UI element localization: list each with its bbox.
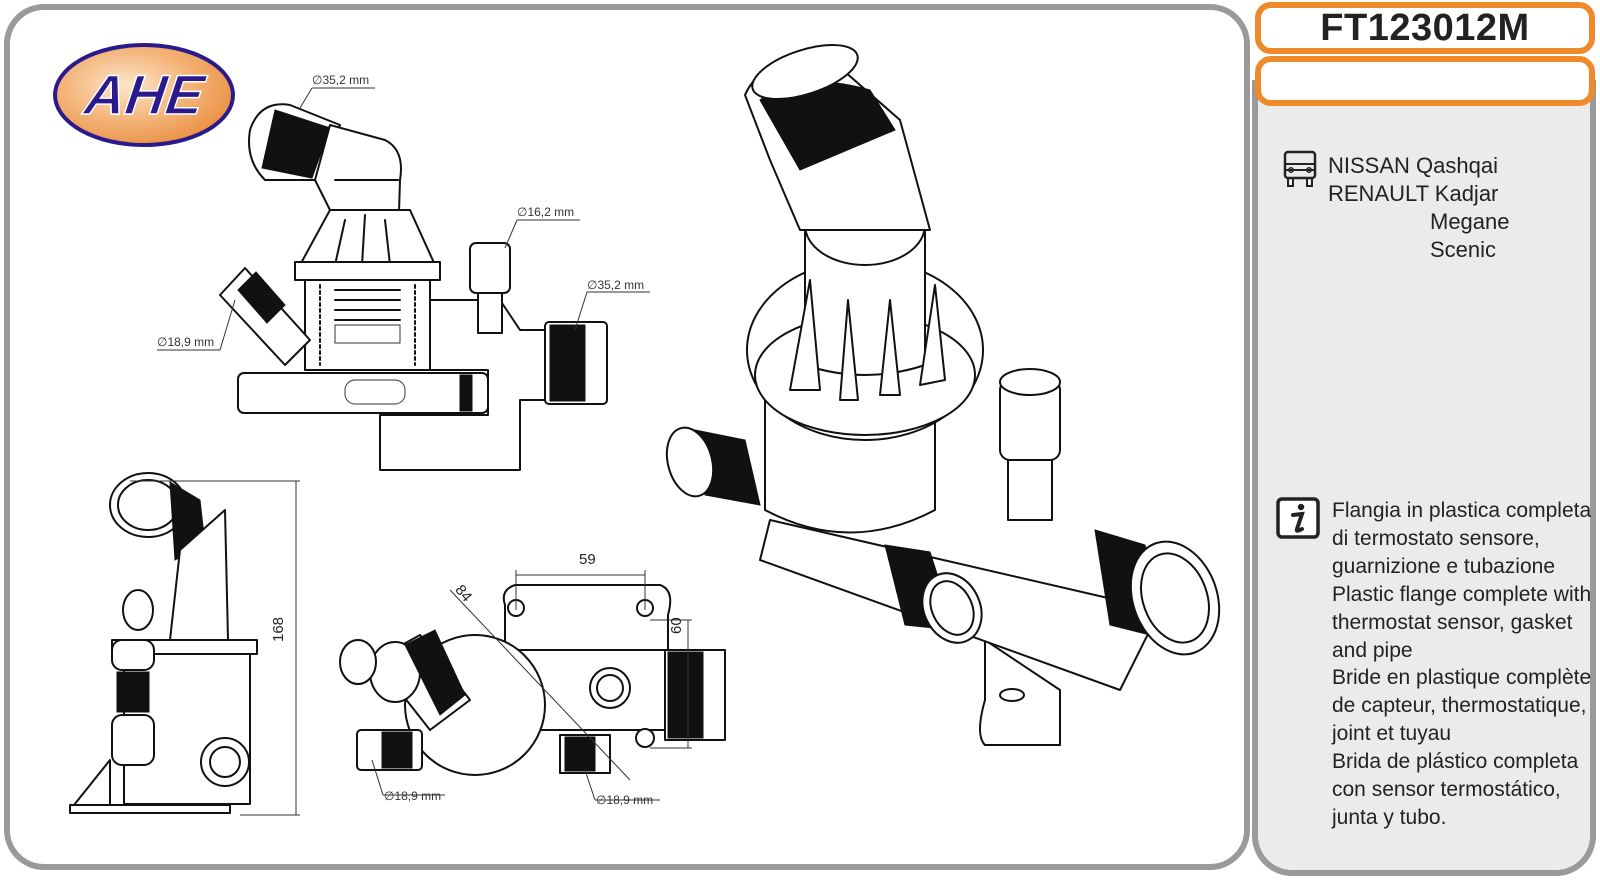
description-line: Flangia in plastica completa <box>1332 499 1592 522</box>
side-outlet-pipe <box>544 321 608 405</box>
description-line: di termostato sensore, <box>1332 526 1540 550</box>
info-panel <box>1252 80 1596 876</box>
vehicle-row: NISSAN Qashqai <box>1328 153 1498 178</box>
dim-left-pipe: ∅18,9 mm <box>384 789 442 803</box>
dim-angled-inlet: ∅18,9 mm <box>157 335 215 349</box>
isometric-view-drawing <box>665 44 1221 746</box>
vehicle-row: Megane <box>1430 209 1510 234</box>
car-front-icon <box>1283 150 1317 187</box>
dim-side-outlet: ∅35,2 mm <box>587 278 645 292</box>
description-line: joint et tuyau <box>1332 722 1452 746</box>
description-line: thermostat sensor, gasket <box>1332 610 1573 634</box>
description-line: and pipe <box>1332 638 1413 662</box>
logo-text: AHE <box>79 63 209 126</box>
product-code-box: FT123012M <box>1255 2 1595 54</box>
dim-height: 168 <box>270 616 287 642</box>
secondary-code-box <box>1255 56 1595 106</box>
description-line: Bride en plastique complète <box>1332 666 1592 690</box>
vehicle-application-list: NISSAN Qashqai RENAULT Kadjar Megane Sce… <box>1328 152 1510 264</box>
dim-depth: 60 <box>668 617 685 634</box>
ahe-logo: AHE <box>53 43 235 147</box>
description-line: Plastic flange complete with <box>1332 582 1592 606</box>
section-view-drawing <box>69 44 1221 816</box>
product-code: FT123012M <box>1320 6 1530 49</box>
description-line: con sensor termostático, <box>1332 778 1561 802</box>
dim-top-outlet: ∅35,2 mm <box>312 73 370 87</box>
info-icon <box>1276 497 1320 539</box>
description-line: guarnizione e tubazione <box>1332 554 1556 578</box>
description-line: Brida de plástico completa <box>1332 750 1579 774</box>
dim-hole-spacing: 59 <box>579 551 596 568</box>
dim-right-pipe: ∅18,9 mm <box>596 793 654 807</box>
thermostat-spring <box>334 289 401 344</box>
side-view-drawing <box>69 472 300 816</box>
dim-small-outlet: ∅16,2 mm <box>517 205 575 219</box>
vehicle-row: RENAULT Kadjar <box>1328 181 1499 206</box>
angled-inlet-pipe <box>219 267 311 366</box>
description-line: junta y tubo. <box>1332 805 1447 829</box>
small-outlet-pipe <box>469 242 511 334</box>
vehicle-row: Scenic <box>1430 237 1497 262</box>
product-description: Flangia in plastica completa di termosta… <box>1332 497 1596 832</box>
top-view-drawing <box>339 570 726 801</box>
description-line: de capteur, thermostatique, <box>1332 694 1587 718</box>
